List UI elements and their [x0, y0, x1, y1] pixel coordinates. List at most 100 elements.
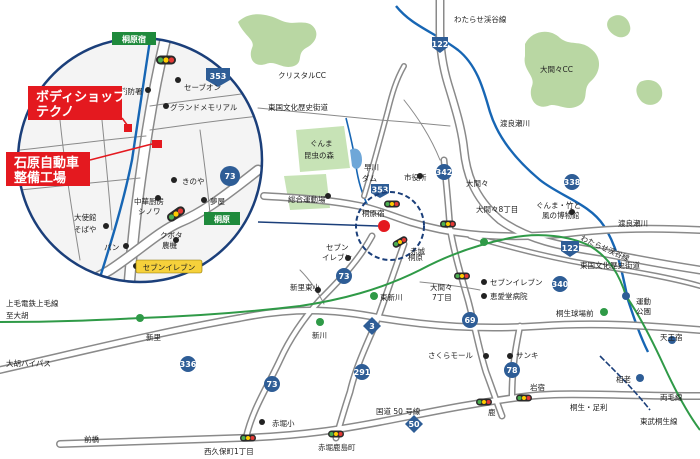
station-higashi-shinsato	[370, 292, 378, 300]
inset-label-kubota-1: クボタ	[160, 231, 183, 240]
route-label: 50	[408, 420, 420, 429]
inset-shield-r353: 353	[206, 68, 230, 87]
signal-omama-8	[440, 220, 456, 228]
inset-tag-seven: セブンイレブン	[135, 259, 203, 274]
label-shiyakusho: 市役所	[404, 172, 427, 182]
label-sogo-undojo: 総合運動場	[288, 194, 326, 204]
inset-street-6	[199, 129, 211, 215]
forest-area-omama-cc	[524, 31, 600, 108]
route-label: 73	[224, 172, 235, 181]
route-label: 336	[180, 360, 197, 369]
station-markers	[136, 238, 676, 382]
label-ogo-bypass: 大胡バイパス	[6, 358, 51, 368]
dot-shiyakusho	[417, 173, 423, 179]
road-r342	[442, 158, 504, 418]
inset-label-seven-a: セーブオン	[184, 82, 221, 92]
inset-dot-kinoya	[171, 177, 177, 183]
station-tenjinjuku	[668, 336, 676, 344]
hayakawa-dam	[350, 148, 362, 169]
inset-dot-shobosho	[145, 87, 151, 93]
shield-r3: 3	[363, 317, 381, 335]
road-fills	[244, 0, 700, 440]
route-label: 69	[464, 316, 476, 325]
route-label: 73	[338, 272, 349, 281]
dot-akabori-elem	[259, 419, 265, 425]
callout-bodyshop-line1: ボディショップ	[36, 89, 127, 105]
route-label: 78	[506, 366, 518, 375]
station-akagi	[480, 238, 488, 246]
label-aioi: 相老	[616, 374, 631, 384]
shield-r342: 342	[436, 164, 453, 180]
route-label: 342	[436, 168, 453, 177]
inset-label-pan: パン	[104, 243, 119, 252]
shield-r78: 78	[504, 362, 520, 378]
inset-label-grand: グランドメモリアル	[170, 102, 238, 112]
jr-ryomo-railway	[599, 355, 651, 411]
label-shinkawa: 新川	[312, 330, 327, 340]
inset-label-chuka-2: シノワ	[138, 207, 161, 216]
forest-area-crystal	[238, 14, 317, 67]
route-label: 353	[210, 72, 227, 81]
inset-label-yumeya: 夢屋	[210, 196, 225, 206]
destination-marker	[257, 191, 425, 261]
label-gunma-konchu-2: 昆虫の森	[304, 150, 334, 160]
dot-keiai	[481, 293, 487, 299]
label-seven-mid-1: セブン	[326, 242, 349, 252]
dot-sogo	[325, 193, 331, 199]
station-undo-koen	[622, 292, 630, 300]
road-r122	[437, 0, 700, 273]
label-omama-8chome: 大間々8丁目	[476, 204, 518, 214]
label-kiryu-ashikaga: 桐生・足利	[570, 402, 608, 412]
dot-sakura	[483, 353, 489, 359]
inset-label-ootsuka-2: そばや	[74, 225, 97, 234]
label-seven-mid-2: イレブン	[322, 252, 352, 262]
watarase-railway	[625, 295, 700, 431]
shield-r122-mid: 122	[561, 241, 579, 257]
road-r291	[334, 242, 406, 440]
inset-building-ishihara	[152, 140, 162, 148]
road-north	[362, 64, 406, 198]
label-akabori-kashima: 赤堀鹿島町	[318, 442, 356, 452]
label-sakura-mall: さくらモール	[428, 351, 473, 360]
road-minor-4	[299, 269, 325, 305]
shield-r73-mid: 73	[336, 268, 352, 284]
label-akagi: 赤城	[410, 247, 425, 256]
label-omama-7chome-1: 大間々	[430, 282, 453, 292]
label-watarase-river-2: 渡良瀬川	[618, 218, 648, 228]
inset-tag-kiryujuku: 桐原宿	[112, 32, 156, 45]
callout-ishihara: 石原自動車 整備工場	[6, 143, 153, 186]
inset-tag-kiryu: 桐原	[204, 212, 240, 225]
road-r73	[244, 234, 374, 440]
shield-r122-top: 122	[432, 37, 448, 53]
station-shinsato	[136, 314, 144, 322]
label-tohgoku-rekishi: 東国文化歴史街道	[268, 102, 328, 112]
label-shinsato: 新里	[146, 332, 161, 342]
inset-road-r73	[36, 166, 262, 282]
inset-street-3	[19, 135, 147, 151]
label-kamimo-line: 上毛電鉄上毛線	[6, 298, 59, 308]
label-to-maebashi: 前橋	[84, 434, 99, 444]
inset-shield-r73: 73	[220, 166, 240, 186]
route-label: 340	[552, 280, 569, 289]
signal-akabori	[328, 430, 344, 438]
label-undo-koen-1: 運動	[636, 297, 651, 306]
label-omama-cc: 大間々CC	[540, 64, 573, 74]
road-east	[468, 234, 700, 288]
label-watarase-river: 渡良瀬川	[500, 118, 530, 128]
callout-ishihara-leader	[89, 143, 153, 161]
inset-dot-ootsuka	[103, 223, 109, 229]
inset-building-bodyshop	[124, 124, 132, 132]
inset-signal-kiryu	[166, 206, 186, 222]
label-tobu-kiryu: 東武桐生線	[640, 416, 678, 426]
route-label: 291	[354, 368, 371, 377]
label-undo-koen-2: 公園	[636, 307, 651, 316]
inset-dot-kubota	[173, 237, 179, 243]
station-shinkawa	[316, 318, 324, 326]
shield-r73-bottom: 73	[264, 376, 280, 392]
inset-dot-seven-a	[175, 77, 181, 83]
route-label: 122	[562, 244, 579, 253]
shield-r50: 50	[405, 415, 423, 433]
road-r78	[510, 324, 522, 398]
station-kiryu-kyujo	[600, 308, 608, 316]
